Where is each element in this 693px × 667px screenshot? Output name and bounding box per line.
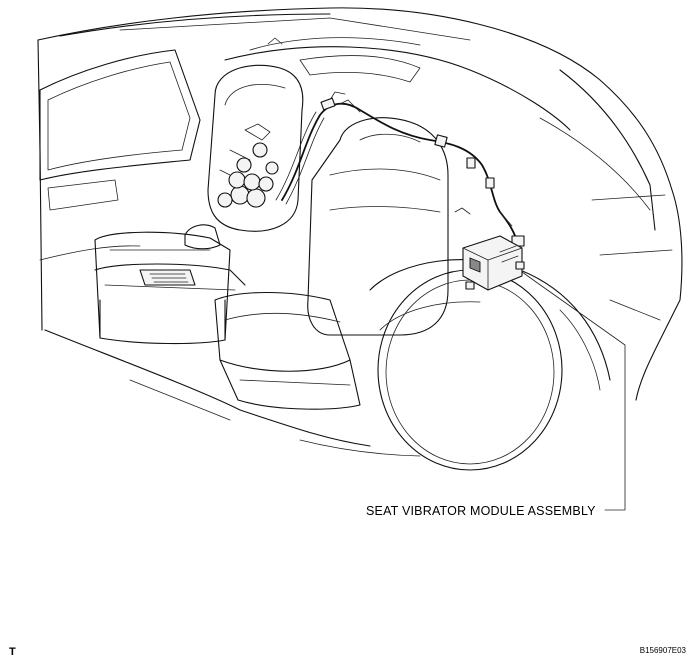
rear-window [224,37,571,131]
body-detail-lines [299,207,601,457]
seat-vibrator-module [462,235,525,291]
wire-harness [275,91,525,247]
rear-door [39,49,201,261]
rear-seat-right [214,117,449,410]
callout-leader-line [521,271,626,511]
figure-code: B156907E03 [639,646,686,655]
vibrator-motor-cluster [217,123,279,208]
vehicle-body-outline [37,7,683,447]
rear-wheel [369,259,611,471]
seat-vibrator-module-label: SEAT VIBRATOR MODULE ASSEMBLY [366,504,596,518]
rear-seat-back-left [207,64,304,232]
corner-mark: T [9,646,16,658]
center-armrest [94,224,246,345]
